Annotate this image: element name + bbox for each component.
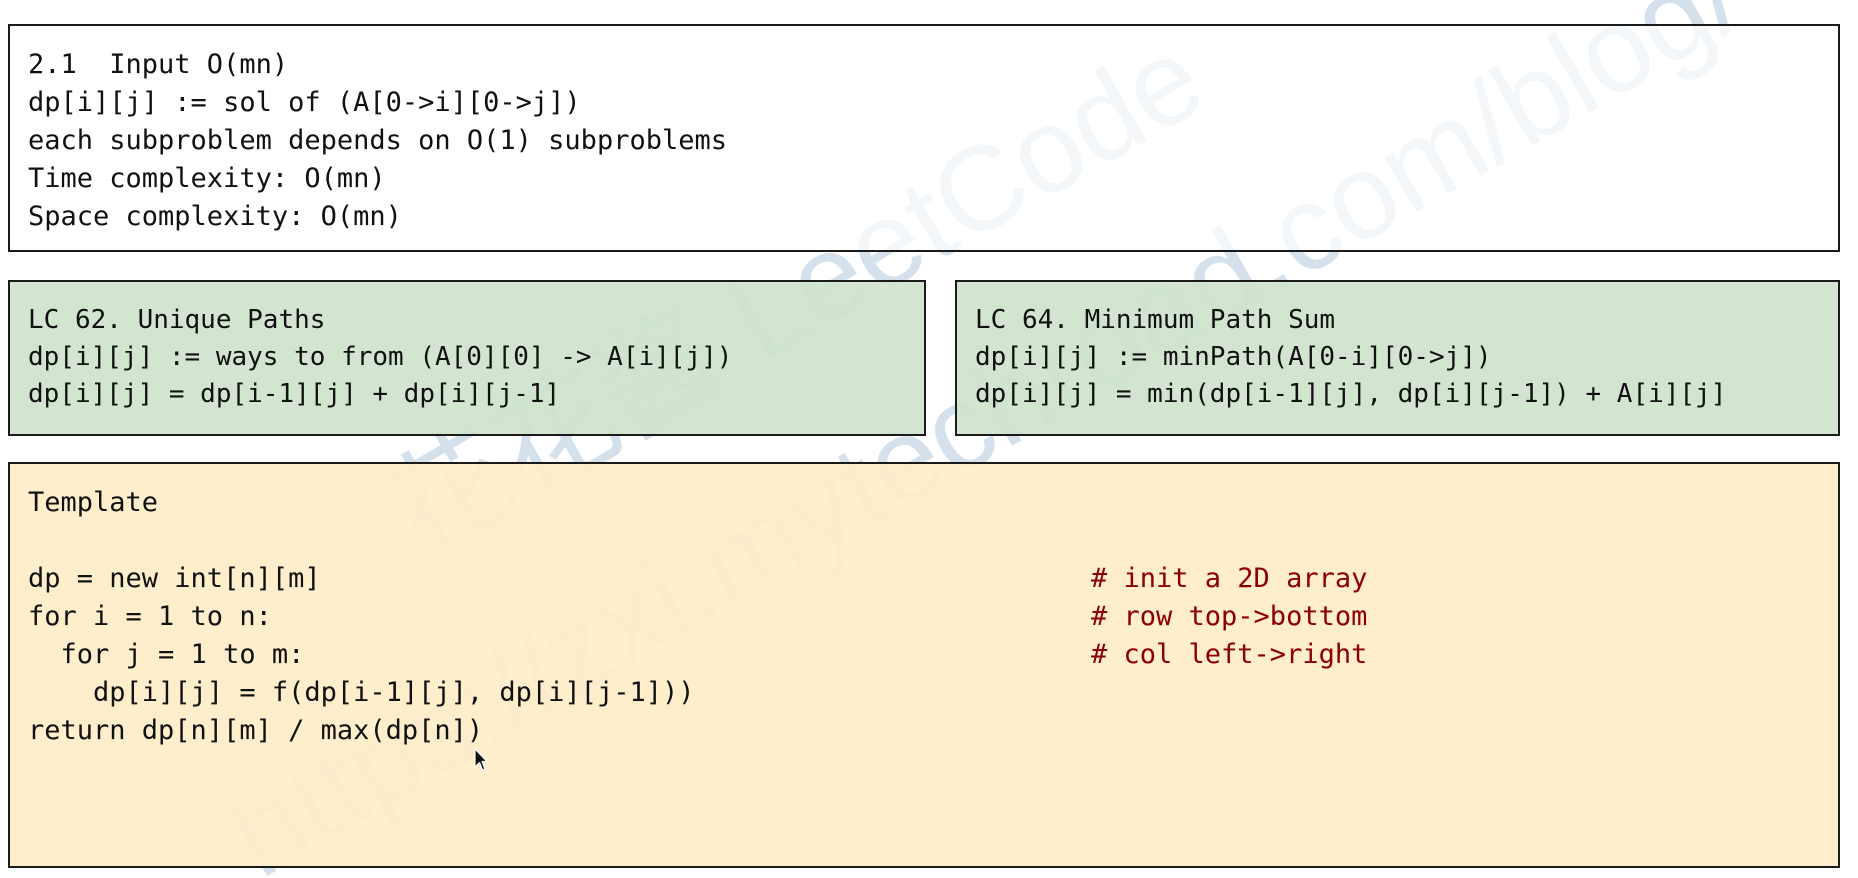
lc62-definition: dp[i][j] := ways to from (A[0][0] -> A[i…	[28, 342, 733, 372]
code-row: dp = new int[n][m] # init a 2D array	[28, 560, 1838, 598]
blank-line	[28, 522, 1838, 560]
code-comment: # row top->bottom	[1091, 601, 1368, 632]
lc64-recurrence: dp[i][j] = min(dp[i-1][j], dp[i][j-1]) +…	[975, 379, 1727, 409]
code-row: return dp[n][m] / max(dp[n])	[28, 712, 1838, 750]
mouse-pointer-icon	[474, 748, 488, 771]
code-row: for j = 1 to m: # col left->right	[28, 636, 1838, 674]
lc62-title: LC 62. Unique Paths	[28, 305, 326, 335]
code-text: dp[i][j] = f(dp[i-1][j], dp[i][j-1]))	[28, 677, 695, 708]
lc62-unique-paths-box: LC 62. Unique Paths dp[i][j] := ways to …	[8, 280, 926, 436]
info-line-definition: dp[i][j] := sol of (A[0->i][0->j])	[28, 87, 581, 118]
template-title: Template	[28, 487, 159, 518]
template-box: Template dp = new int[n][m] # init a 2D …	[8, 462, 1840, 868]
code-text: dp = new int[n][m]	[28, 563, 321, 594]
code-comment: # col left->right	[1091, 639, 1368, 670]
code-text: for i = 1 to n:	[28, 601, 272, 632]
code-row: for i = 1 to n: # row top->bottom	[28, 598, 1838, 636]
code-comment: # init a 2D array	[1091, 563, 1368, 594]
info-line-time-complexity: Time complexity: O(mn)	[28, 163, 386, 194]
code-text: for j = 1 to m:	[28, 639, 305, 670]
info-line-dependency: each subproblem depends on O(1) subprobl…	[28, 125, 727, 156]
code-text: return dp[n][m] / max(dp[n])	[28, 715, 484, 746]
complexity-info-box: 2.1 Input O(mn) dp[i][j] := sol of (A[0-…	[8, 24, 1840, 252]
code-row: dp[i][j] = f(dp[i-1][j], dp[i][j-1]))	[28, 674, 1838, 712]
info-line-heading: 2.1 Input O(mn)	[28, 49, 289, 80]
lc62-recurrence: dp[i][j] = dp[i-1][j] + dp[i][j-1]	[28, 379, 561, 409]
info-line-space-complexity: Space complexity: O(mn)	[28, 201, 402, 232]
lc64-minimum-path-sum-box: LC 64. Minimum Path Sum dp[i][j] := minP…	[955, 280, 1840, 436]
lc64-definition: dp[i][j] := minPath(A[0-i][0->j])	[975, 342, 1492, 372]
lc64-title: LC 64. Minimum Path Sum	[975, 305, 1336, 335]
